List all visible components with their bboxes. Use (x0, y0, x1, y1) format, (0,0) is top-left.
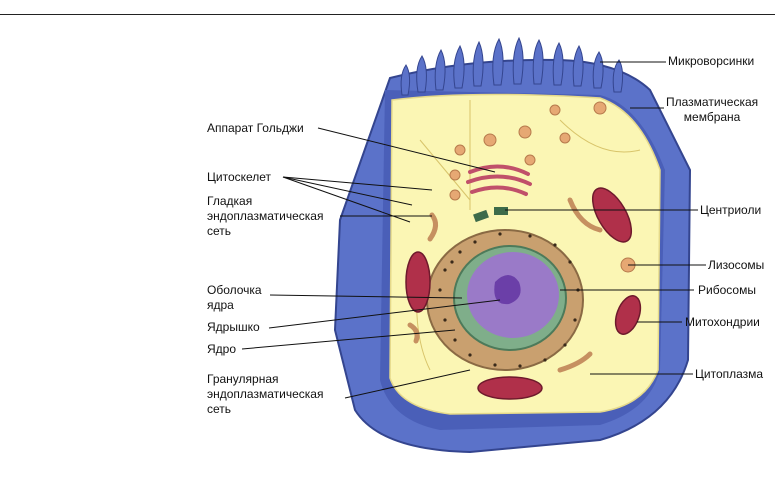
centriole (473, 209, 489, 223)
label-centrioles: Центриоли (700, 203, 762, 217)
golgi-apparatus (466, 164, 532, 196)
label-mitochondria: Митохондрии (685, 315, 760, 329)
centriole (494, 207, 508, 215)
label-lysosomes: Лизосомы (708, 258, 765, 272)
label-plasma-membrane: Плазматическая мембрана (666, 95, 759, 124)
label-rough-er: Гранулярная эндоплазматическая сеть (207, 372, 324, 416)
label-golgi: Аппарат Гольджи (207, 121, 304, 135)
ribosomes (438, 232, 580, 368)
smooth-er (407, 197, 603, 373)
microvilli (400, 36, 624, 96)
label-cytoskeleton: Цитоскелет (207, 170, 272, 184)
label-smooth-er: Гладкая эндоплазматическая сеть (207, 194, 324, 238)
label-microvilli: Микроворсинки (668, 54, 755, 68)
top-rule (0, 14, 775, 15)
label-nucleolus: Ядрышко (207, 320, 260, 334)
leader-lines (241, 61, 706, 399)
label-nucleus: Ядро (207, 342, 237, 356)
label-ribosomes: Рибосомы (698, 283, 756, 297)
label-nuclear-envelope: Оболочка ядра (207, 283, 262, 312)
label-cytoplasm: Цитоплазма (695, 367, 764, 381)
nucleolus (494, 275, 521, 305)
